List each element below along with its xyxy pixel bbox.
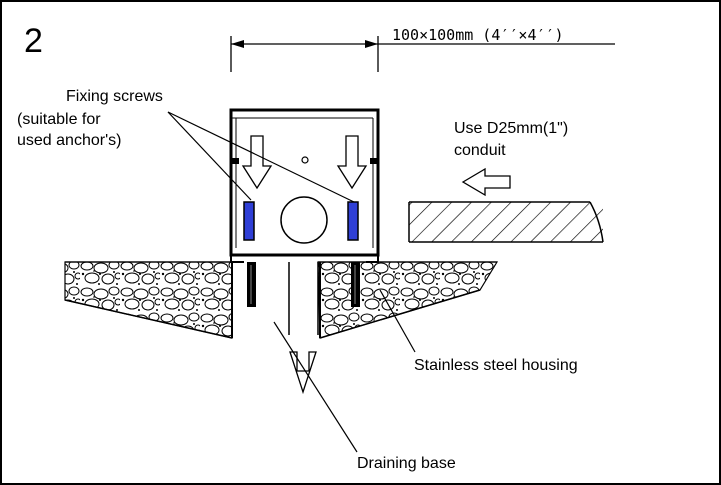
conduit-direction-arrow [461,167,511,197]
down-arrow-left [241,135,273,190]
conduit-label-2: conduit [454,142,506,159]
fixing-screw-right [347,201,359,241]
leader-fixing-screws-left [167,111,252,201]
dimension-label: 100×100mm (4′′×4′′) [392,26,564,44]
housing-label: Stainless steel housing [414,357,578,374]
fixing-screw-left [243,201,255,241]
leader-housing [379,289,416,353]
step-number: 2 [24,22,43,60]
down-arrow-right [336,135,368,190]
fixing-screws-label: Fixing screws [66,88,163,105]
draining-base-label: Draining base [357,455,456,472]
fixing-screws-note-1: (suitable for [17,111,101,128]
conduit-label-1: Use D25mm(1") [454,120,568,137]
dimension-line [230,36,615,72]
draining-up-arrow [289,351,317,395]
conduit [409,202,603,242]
leader-fixing-screws-right [167,111,355,203]
leader-draining-base [273,321,358,453]
fixing-screws-note-2: used anchor's) [17,132,121,149]
